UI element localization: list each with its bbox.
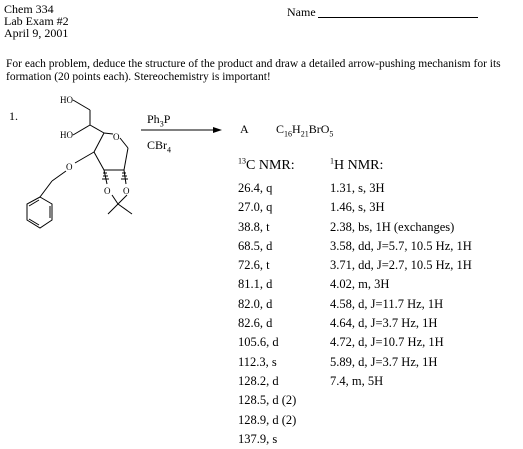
product-label: A [240, 122, 249, 136]
c13-nmr-title: 13C NMR: [238, 156, 295, 173]
c13-peak: 82.6, d [238, 316, 273, 331]
molecular-formula: C16H21BrO5 [276, 122, 334, 139]
reagent-triphenylphosphine: Ph3P [147, 112, 171, 129]
c13-nmr-peak-list: 26.4, q 27.0, q 38.8, t 68.5, d 72.6, t … [238, 179, 296, 449]
h1-nmr-peak-list: 1.31, s, 3H 1.46, s, 3H 2.38, bs, 1H (ex… [330, 179, 472, 391]
reagent-carbon-tetrabromide: CBr4 [147, 138, 172, 155]
exam-date: April 9, 2001 [4, 26, 69, 40]
h1-peak: 1.46, s, 3H [330, 200, 385, 215]
c13-peak: 137.9, s [238, 431, 278, 446]
acetal-oxygen-label-1: O [104, 186, 111, 196]
c13-peak: 105.6, d [238, 335, 279, 350]
h1-peak: 4.58, d, J=11.7 Hz, 1H [330, 296, 444, 311]
ring-oxygen-label: O [113, 132, 120, 142]
instructions-text: For each problem, deduce the structure o… [6, 58, 501, 83]
h1-peak: 4.72, d, J=10.7 Hz, 1H [330, 335, 444, 350]
h1-peak: 5.89, d, J=3.7 Hz, 1H [330, 354, 438, 369]
h1-peak: 3.71, dd, J=2.7, 10.5 Hz, 1H [330, 258, 472, 273]
course-title: Chem 334 [4, 2, 54, 16]
hydroxyl-label-top: HO [60, 95, 73, 105]
name-label: Name [287, 5, 316, 19]
hydroxyl-label-left: HO [60, 130, 73, 140]
h1-peak: 4.64, d, J=3.7 Hz, 1H [330, 316, 438, 331]
problem-number: 1. [9, 109, 18, 123]
h1-peak: 1.31, s, 3H [330, 181, 385, 195]
h1-peak: 3.58, dd, J=5.7, 10.5 Hz, 1H [330, 238, 472, 253]
reaction-arrow [141, 127, 222, 133]
molecule-bonds [26, 99, 133, 229]
benzyl-oxygen-label: O [66, 162, 73, 172]
c13-peak: 128.5, d (2) [238, 393, 297, 408]
h1-nmr-title: 1H NMR: [330, 156, 384, 173]
c13-peak: 72.6, t [238, 258, 270, 273]
stereo-hash-bonds [102, 172, 128, 180]
c13-peak: 128.9, d (2) [238, 412, 297, 427]
h1-peak: 2.38, bs, 1H (exchanges) [330, 219, 455, 234]
c13-peak: 82.0, d [238, 296, 273, 311]
exam-title: Lab Exam #2 [4, 14, 69, 28]
c13-peak: 27.0, q [238, 200, 273, 215]
c13-peak: 38.8, t [238, 219, 270, 234]
acetal-oxygen-label-2: O [123, 186, 130, 196]
h1-peak: 7.4, m, 5H [330, 373, 384, 388]
h1-peak: 4.02, m, 3H [330, 277, 390, 292]
c13-peak: 81.1, d [238, 277, 273, 292]
name-blank-line [318, 17, 478, 18]
c13-peak: 26.4, q [238, 181, 273, 195]
c13-peak: 112.3, s [238, 354, 277, 369]
c13-peak: 68.5, d [238, 238, 273, 253]
c13-peak: 128.2, d [238, 373, 279, 388]
